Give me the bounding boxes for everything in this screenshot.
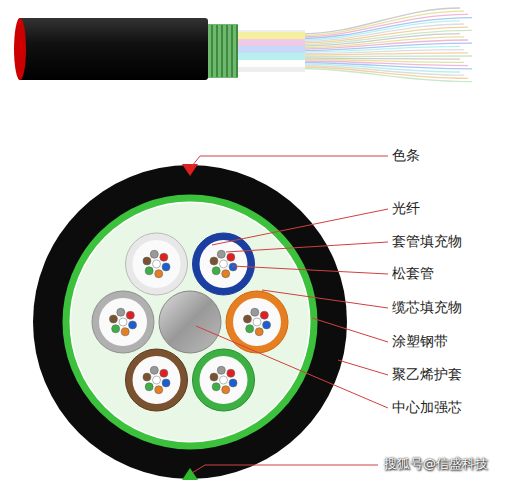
fiber: [246, 325, 254, 333]
fiber: [117, 308, 125, 316]
fiber: [121, 328, 129, 336]
part-label: 色条: [392, 147, 420, 164]
fiber: [162, 263, 170, 271]
fiber: [153, 260, 161, 268]
fiber: [229, 379, 237, 387]
fiber: [155, 270, 163, 278]
fiber: [150, 250, 158, 258]
corrugation: [236, 25, 238, 77]
fiber: [153, 376, 161, 384]
fiber: [260, 311, 268, 319]
fiber: [143, 373, 151, 381]
loose-tube: [92, 291, 154, 353]
fiber: [143, 257, 151, 265]
fiber-strand: [300, 66, 464, 76]
part-label: 缆芯填充物: [392, 299, 462, 316]
corrugation: [221, 25, 223, 77]
fiber-strand: [300, 58, 460, 59]
fiber: [119, 318, 127, 326]
fiber: [162, 379, 170, 387]
fiber: [222, 386, 230, 394]
fiber: [145, 383, 153, 391]
corrugation: [231, 25, 233, 77]
fiber: [129, 321, 137, 329]
fiber-strand: [300, 37, 464, 48]
fiber-strand: [300, 67, 468, 78]
fiber: [210, 257, 218, 265]
fiber: [210, 373, 218, 381]
part-label: 光纤: [392, 200, 420, 217]
part-label: 中心加强芯: [392, 399, 462, 416]
fiber: [220, 376, 228, 384]
tube-filler: [200, 240, 248, 288]
fiber: [227, 369, 235, 377]
fiber: [212, 267, 220, 275]
loose-tube: [193, 349, 255, 411]
fiber-strand: [300, 40, 468, 49]
part-label: 聚乙烯护套: [392, 366, 462, 383]
fiber: [212, 383, 220, 391]
fiber: [253, 318, 261, 326]
cable-side-view: [14, 8, 472, 82]
fiber-strand: [300, 24, 464, 42]
fiber: [229, 263, 237, 271]
loose-tube: [126, 233, 188, 295]
fiber: [150, 366, 158, 374]
fiber: [251, 308, 259, 316]
fiber: [155, 386, 163, 394]
fiber: [160, 253, 168, 261]
fiber: [220, 260, 228, 268]
tube-filler: [233, 298, 281, 346]
tube-filler: [99, 298, 147, 346]
corrugation: [216, 25, 218, 77]
part-label: 涂塑钢带: [392, 333, 448, 350]
fiber-strand: [300, 69, 472, 82]
fiber: [145, 267, 153, 275]
fiber: [222, 270, 230, 278]
fiber: [112, 325, 120, 333]
corrugation: [226, 25, 228, 77]
fiber: [109, 315, 117, 323]
loose-tube: [126, 349, 188, 411]
tube-filler: [133, 240, 181, 288]
fiber: [217, 250, 225, 258]
fiber: [255, 328, 263, 336]
tube-filler: [200, 356, 248, 404]
fiber: [263, 321, 271, 329]
fiber-strand: [300, 53, 468, 55]
fiber: [126, 311, 134, 319]
fiber: [160, 369, 168, 377]
fiber: [217, 366, 225, 374]
fiber-strand: [300, 55, 472, 57]
part-label: 套管填充物: [392, 233, 462, 250]
watermark: 搜狐号@信盛科技: [384, 456, 488, 472]
tube-filler: [133, 356, 181, 404]
fiber: [227, 253, 235, 261]
fiber: [243, 315, 251, 323]
loose-tube: [226, 291, 288, 353]
part-label: 松套管: [392, 265, 434, 282]
corrugation: [211, 25, 213, 77]
